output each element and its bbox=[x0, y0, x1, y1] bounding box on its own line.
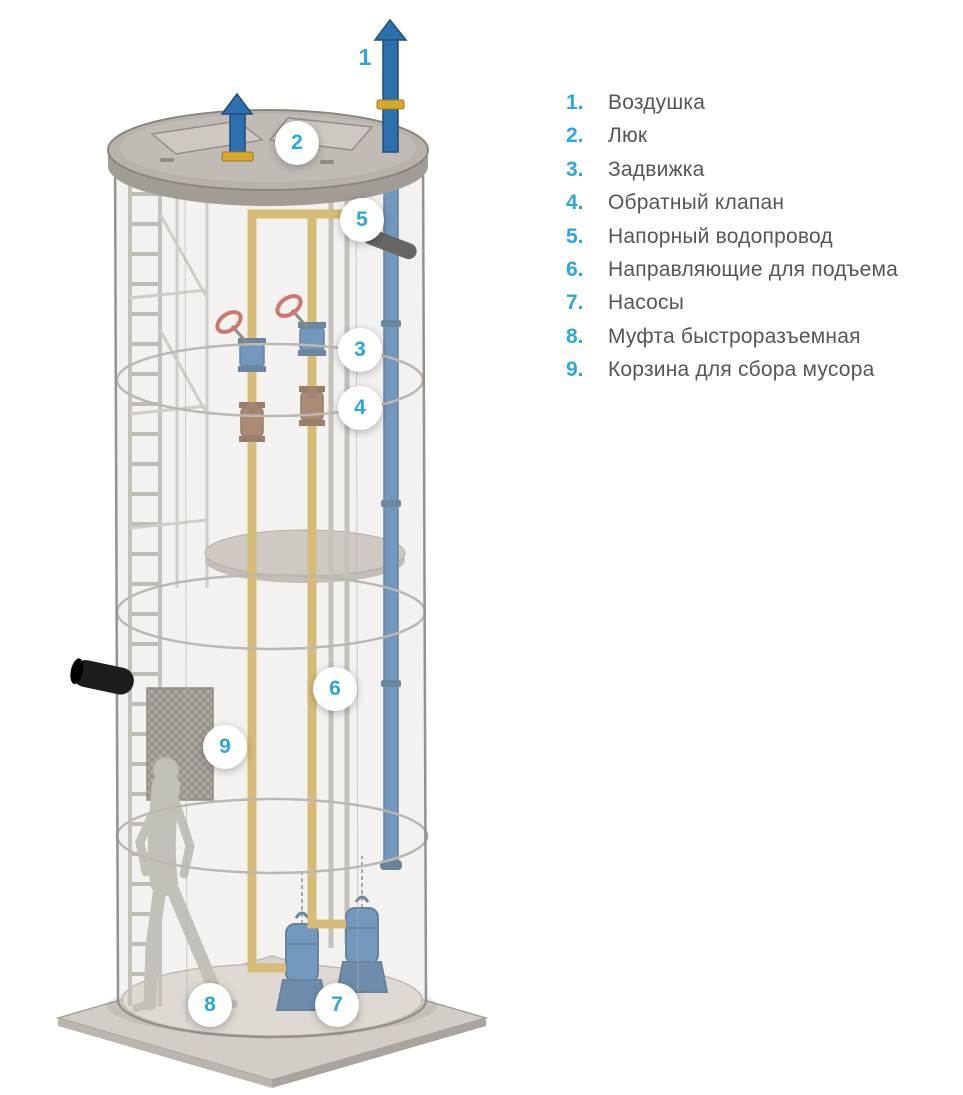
legend-item-1-label: Воздушка bbox=[608, 91, 706, 114]
lifting-chains bbox=[301, 856, 363, 924]
callout-9: 9 bbox=[203, 725, 247, 769]
callout-5-number: 5 bbox=[356, 208, 368, 231]
callout-4: 4 bbox=[338, 386, 382, 430]
callout-5: 5 bbox=[340, 198, 384, 242]
legend-item-5-number: 5. bbox=[566, 224, 584, 248]
legend-item-2-label: Люк bbox=[608, 124, 648, 148]
legend-item-9: 9. Корзина для сбора мусора bbox=[566, 353, 898, 386]
callout-3-number: 3 bbox=[354, 338, 366, 361]
callout-8-number: 8 bbox=[204, 993, 216, 1016]
check-valves bbox=[239, 386, 325, 442]
legend-item-9-number: 9. bbox=[566, 358, 584, 382]
legend-item-6: 6. Направляющие для подъема bbox=[566, 253, 898, 286]
legend-item-4-label: Обратный клапан bbox=[608, 191, 785, 215]
legend-item-2: 2. Люк bbox=[566, 119, 898, 152]
tank-lid bbox=[107, 109, 429, 206]
legend-item-1-number: 1. bbox=[566, 91, 584, 114]
callout-6-number: 6 bbox=[329, 677, 341, 700]
callout-3: 3 bbox=[338, 328, 382, 372]
pressure-pipe bbox=[380, 165, 402, 870]
gate-valve-left bbox=[215, 310, 266, 372]
legend-item-4-number: 4. bbox=[566, 191, 584, 215]
legend-item-5-label: Напорный водопровод bbox=[608, 224, 833, 248]
callout-9-number: 9 bbox=[219, 735, 231, 758]
callout-8: 8 bbox=[188, 983, 232, 1027]
pumps bbox=[275, 895, 389, 1011]
legend-item-3-label: Задвижка bbox=[608, 157, 705, 181]
gate-valve-right bbox=[275, 294, 326, 356]
legend-item-7: 7. Насосы bbox=[566, 286, 898, 319]
callout-1-number: 1 bbox=[358, 43, 372, 70]
legend-item-6-number: 6. bbox=[566, 257, 584, 281]
legend: 1. Воздушка 2. Люк 3. Задвижка 4. Обратн… bbox=[566, 86, 898, 387]
service-frame bbox=[129, 184, 209, 588]
legend-item-6-label: Направляющие для подъема bbox=[608, 257, 898, 281]
gate-valves bbox=[215, 294, 326, 372]
legend-item-3: 3. Задвижка bbox=[566, 153, 898, 186]
callout-6: 6 bbox=[313, 667, 357, 711]
callout-7-number: 7 bbox=[331, 993, 343, 1016]
callout-2: 2 bbox=[275, 121, 319, 165]
inlet-pipe bbox=[70, 658, 134, 695]
pump-station-illustration bbox=[55, 18, 489, 1088]
legend-item-4: 4. Обратный клапан bbox=[566, 186, 898, 219]
pump-right bbox=[335, 895, 389, 993]
callout-4-number: 4 bbox=[354, 396, 366, 419]
trash-basket bbox=[146, 687, 214, 801]
check-valve-right bbox=[299, 386, 325, 426]
legend-item-1: 1. Воздушка bbox=[566, 86, 898, 119]
legend-item-7-number: 7. bbox=[566, 291, 584, 315]
legend-item-3-number: 3. bbox=[566, 157, 584, 181]
legend-item-2-number: 2. bbox=[566, 124, 584, 148]
pump-left bbox=[275, 911, 329, 1011]
legend-item-7-label: Насосы bbox=[608, 291, 685, 315]
legend-item-8-label: Муфта быстроразъемная bbox=[608, 324, 861, 348]
callout-1: 1 bbox=[343, 35, 387, 79]
legend-item-9-label: Корзина для сбора мусора bbox=[608, 358, 875, 382]
lid-vent-stub bbox=[220, 92, 254, 162]
air-vent-pipe bbox=[373, 18, 408, 153]
tank-shell bbox=[113, 151, 428, 1039]
legend-item-8-number: 8. bbox=[566, 324, 584, 348]
callout-7: 7 bbox=[315, 983, 359, 1027]
callout-2-number: 2 bbox=[291, 131, 303, 154]
legend-item-8: 8. Муфта быстроразъемная bbox=[566, 320, 898, 353]
legend-item-5: 5. Напорный водопровод bbox=[566, 220, 898, 253]
